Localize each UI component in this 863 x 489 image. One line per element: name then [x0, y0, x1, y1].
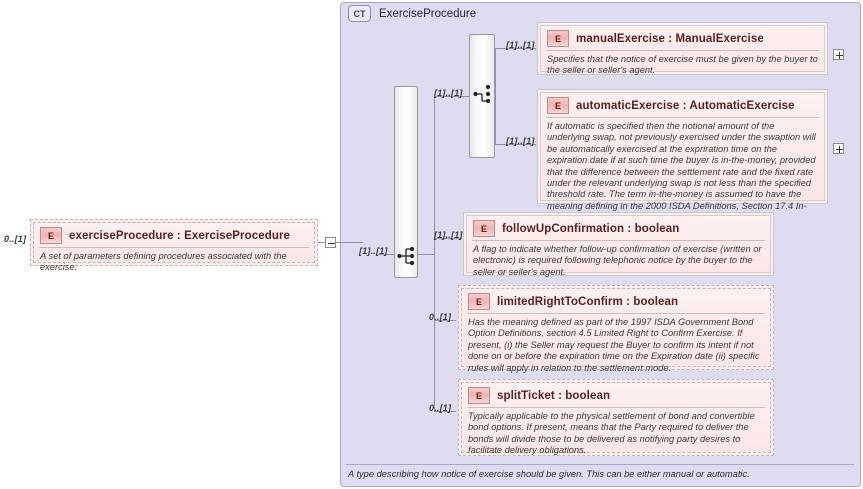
divider — [546, 117, 819, 118]
element-automatic-exercise[interactable]: E automaticExercise : AutomaticExercise … — [537, 89, 828, 222]
sequence-icon — [397, 246, 415, 266]
sequence-compositor[interactable] — [394, 86, 418, 278]
element-icon: E — [473, 220, 495, 237]
collapse-toggle-exercise-procedure[interactable] — [325, 237, 336, 248]
divider — [472, 240, 765, 241]
complex-type-icon: CT — [348, 5, 371, 22]
element-title: exerciseProcedure : ExerciseProcedure — [69, 229, 291, 242]
element-description: Typically applicable to the physical set… — [468, 411, 755, 456]
element-split-ticket[interactable]: E splitTicket : boolean Typically applic… — [458, 379, 774, 456]
complex-type-footer-divider — [346, 464, 854, 465]
complex-type-footer-description: A type describing how notice of exercise… — [348, 469, 750, 479]
connector-line — [318, 242, 325, 243]
element-icon: E — [547, 30, 569, 47]
connector-line — [336, 242, 363, 243]
connector-line — [434, 411, 456, 412]
complex-type-header: CT ExerciseProcedure — [348, 5, 476, 22]
element-title: limitedRightToConfirm : boolean — [497, 295, 679, 308]
cardinality-automatic-exercise: [1]..[1] — [506, 136, 535, 146]
expand-toggle-manual-exercise[interactable] — [833, 49, 844, 60]
element-title: manualExercise : ManualExercise — [576, 32, 764, 45]
element-exercise-procedure[interactable]: E exerciseProcedure : ExerciseProcedure … — [30, 219, 318, 272]
cardinality-limited-right-to-confirm: 0..[1] — [429, 312, 452, 322]
choice-compositor[interactable] — [469, 34, 495, 158]
connector-line — [434, 96, 435, 254]
cardinality-choice: [1]..[1] — [434, 88, 463, 98]
connector-line — [434, 254, 435, 411]
element-title: followUpConfirmation : boolean — [502, 222, 680, 235]
connector-line — [434, 238, 462, 239]
connector-line — [495, 144, 536, 145]
element-manual-exercise[interactable]: E manualExercise : ManualExercise Specif… — [537, 22, 828, 75]
element-follow-up-confirmation[interactable]: E followUpConfirmation : boolean A flag … — [463, 212, 774, 277]
expand-toggle-automatic-exercise[interactable] — [833, 143, 844, 154]
element-icon: E — [547, 97, 569, 114]
cardinality-manual-exercise: [1]..[1] — [506, 40, 535, 50]
cardinality-sequence: [1]..[1] — [359, 246, 388, 256]
element-icon: E — [40, 227, 62, 244]
divider — [467, 407, 765, 408]
cardinality-root: 0..[1] — [4, 234, 27, 244]
connector-line — [495, 48, 536, 49]
choice-icon — [473, 84, 491, 104]
element-icon: E — [468, 387, 490, 404]
connector-line — [418, 254, 434, 255]
cardinality-split-ticket: 0..[1] — [429, 403, 452, 413]
connector-line — [378, 254, 394, 255]
element-icon: E — [468, 293, 490, 310]
cardinality-follow-up-confirmation: [1]..[1] — [434, 230, 463, 240]
element-title: automaticExercise : AutomaticExercise — [576, 99, 795, 112]
connector-line — [434, 96, 469, 97]
element-limited-right-to-confirm[interactable]: E limitedRightToConfirm : boolean Has th… — [458, 285, 774, 373]
connector-line — [495, 48, 496, 144]
complex-type-title: ExerciseProcedure — [379, 7, 477, 20]
element-description: A set of parameters defining procedures … — [40, 251, 287, 273]
divider — [546, 50, 819, 51]
element-description: Has the meaning defined as part of the 1… — [468, 317, 760, 373]
element-description: A flag to indicate whether follow-up con… — [473, 244, 762, 277]
divider — [467, 313, 765, 314]
connector-line — [434, 320, 456, 321]
divider — [39, 247, 309, 248]
element-description: Specifies that the notice of exercise mu… — [547, 54, 818, 76]
element-title: splitTicket : boolean — [497, 389, 611, 402]
